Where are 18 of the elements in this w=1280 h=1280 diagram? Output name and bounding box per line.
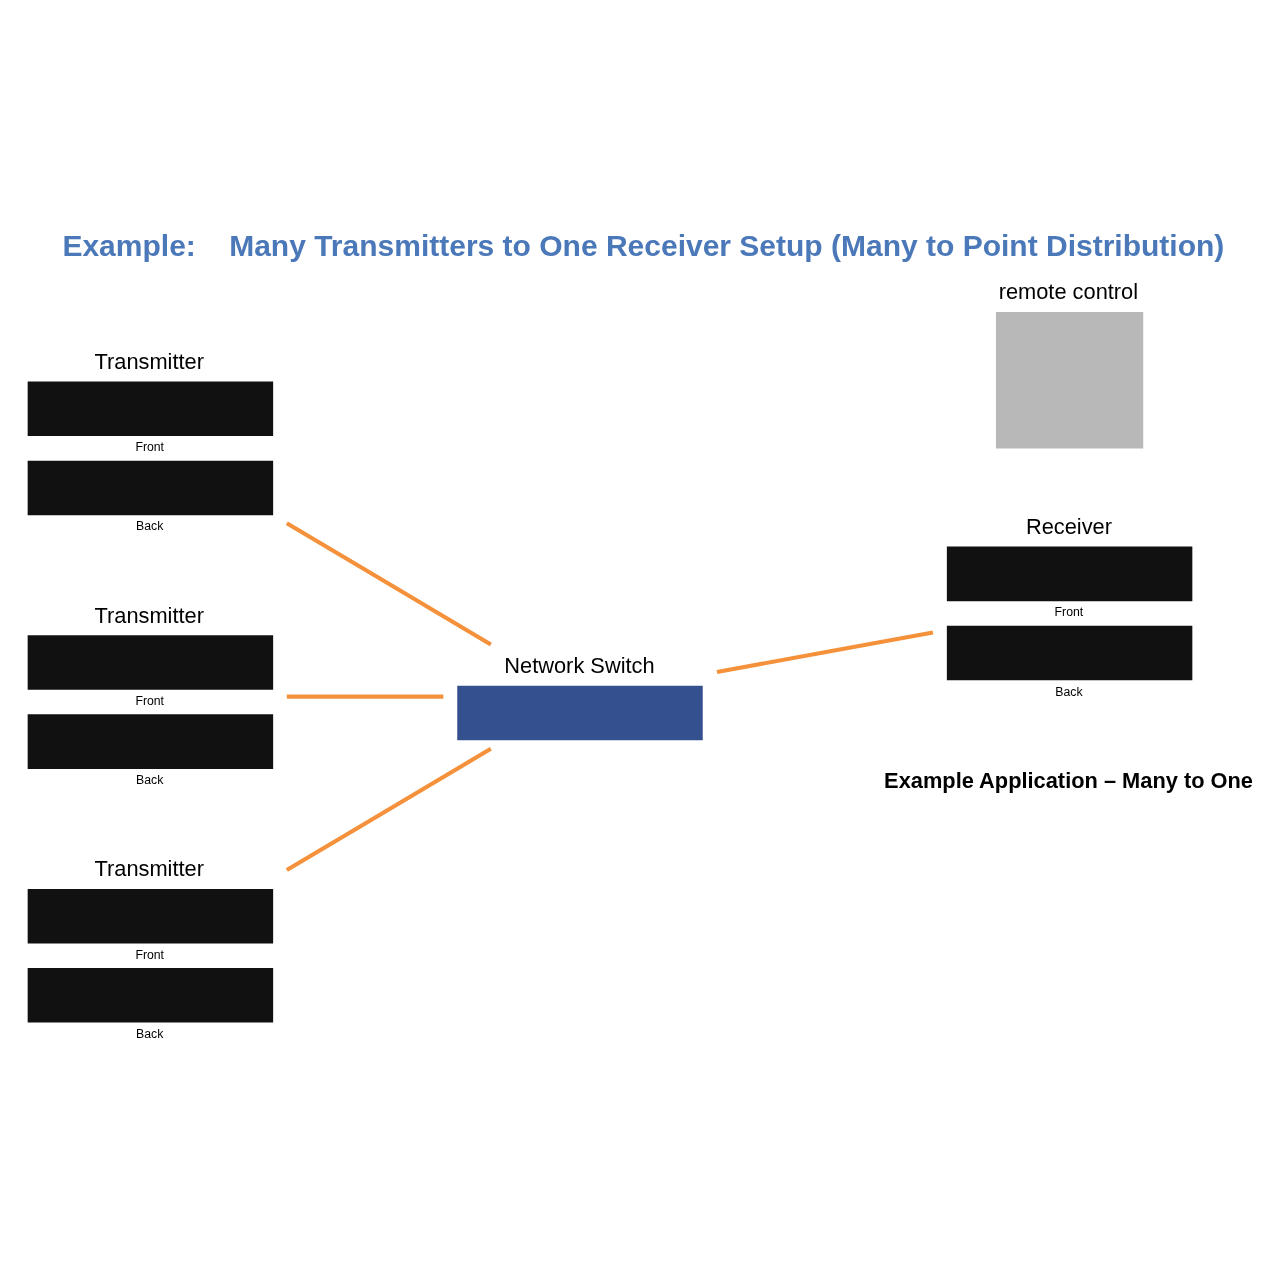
node-label: Back bbox=[136, 1026, 164, 1041]
node-box bbox=[457, 685, 703, 741]
node-label: Back bbox=[1055, 684, 1083, 699]
node-label: Transmitter bbox=[94, 856, 204, 882]
connector bbox=[285, 747, 492, 872]
node-label: Back bbox=[136, 773, 164, 788]
connector bbox=[286, 694, 444, 699]
connector bbox=[285, 521, 492, 647]
node-label: Network Switch bbox=[504, 653, 655, 679]
node-box bbox=[995, 312, 1144, 449]
node-label: Back bbox=[136, 519, 164, 534]
diagram-title: Example: Many Transmitters to One Receiver Setup (Many to Point Distribution) bbox=[62, 228, 1225, 262]
node-label: Transmitter bbox=[94, 349, 204, 375]
node-label: Transmitter bbox=[94, 602, 204, 628]
node-label: Receiver bbox=[1025, 514, 1113, 540]
connector bbox=[716, 630, 934, 674]
node-label: remote control bbox=[998, 279, 1139, 305]
caption: Example Application – Many to One bbox=[884, 767, 1253, 793]
